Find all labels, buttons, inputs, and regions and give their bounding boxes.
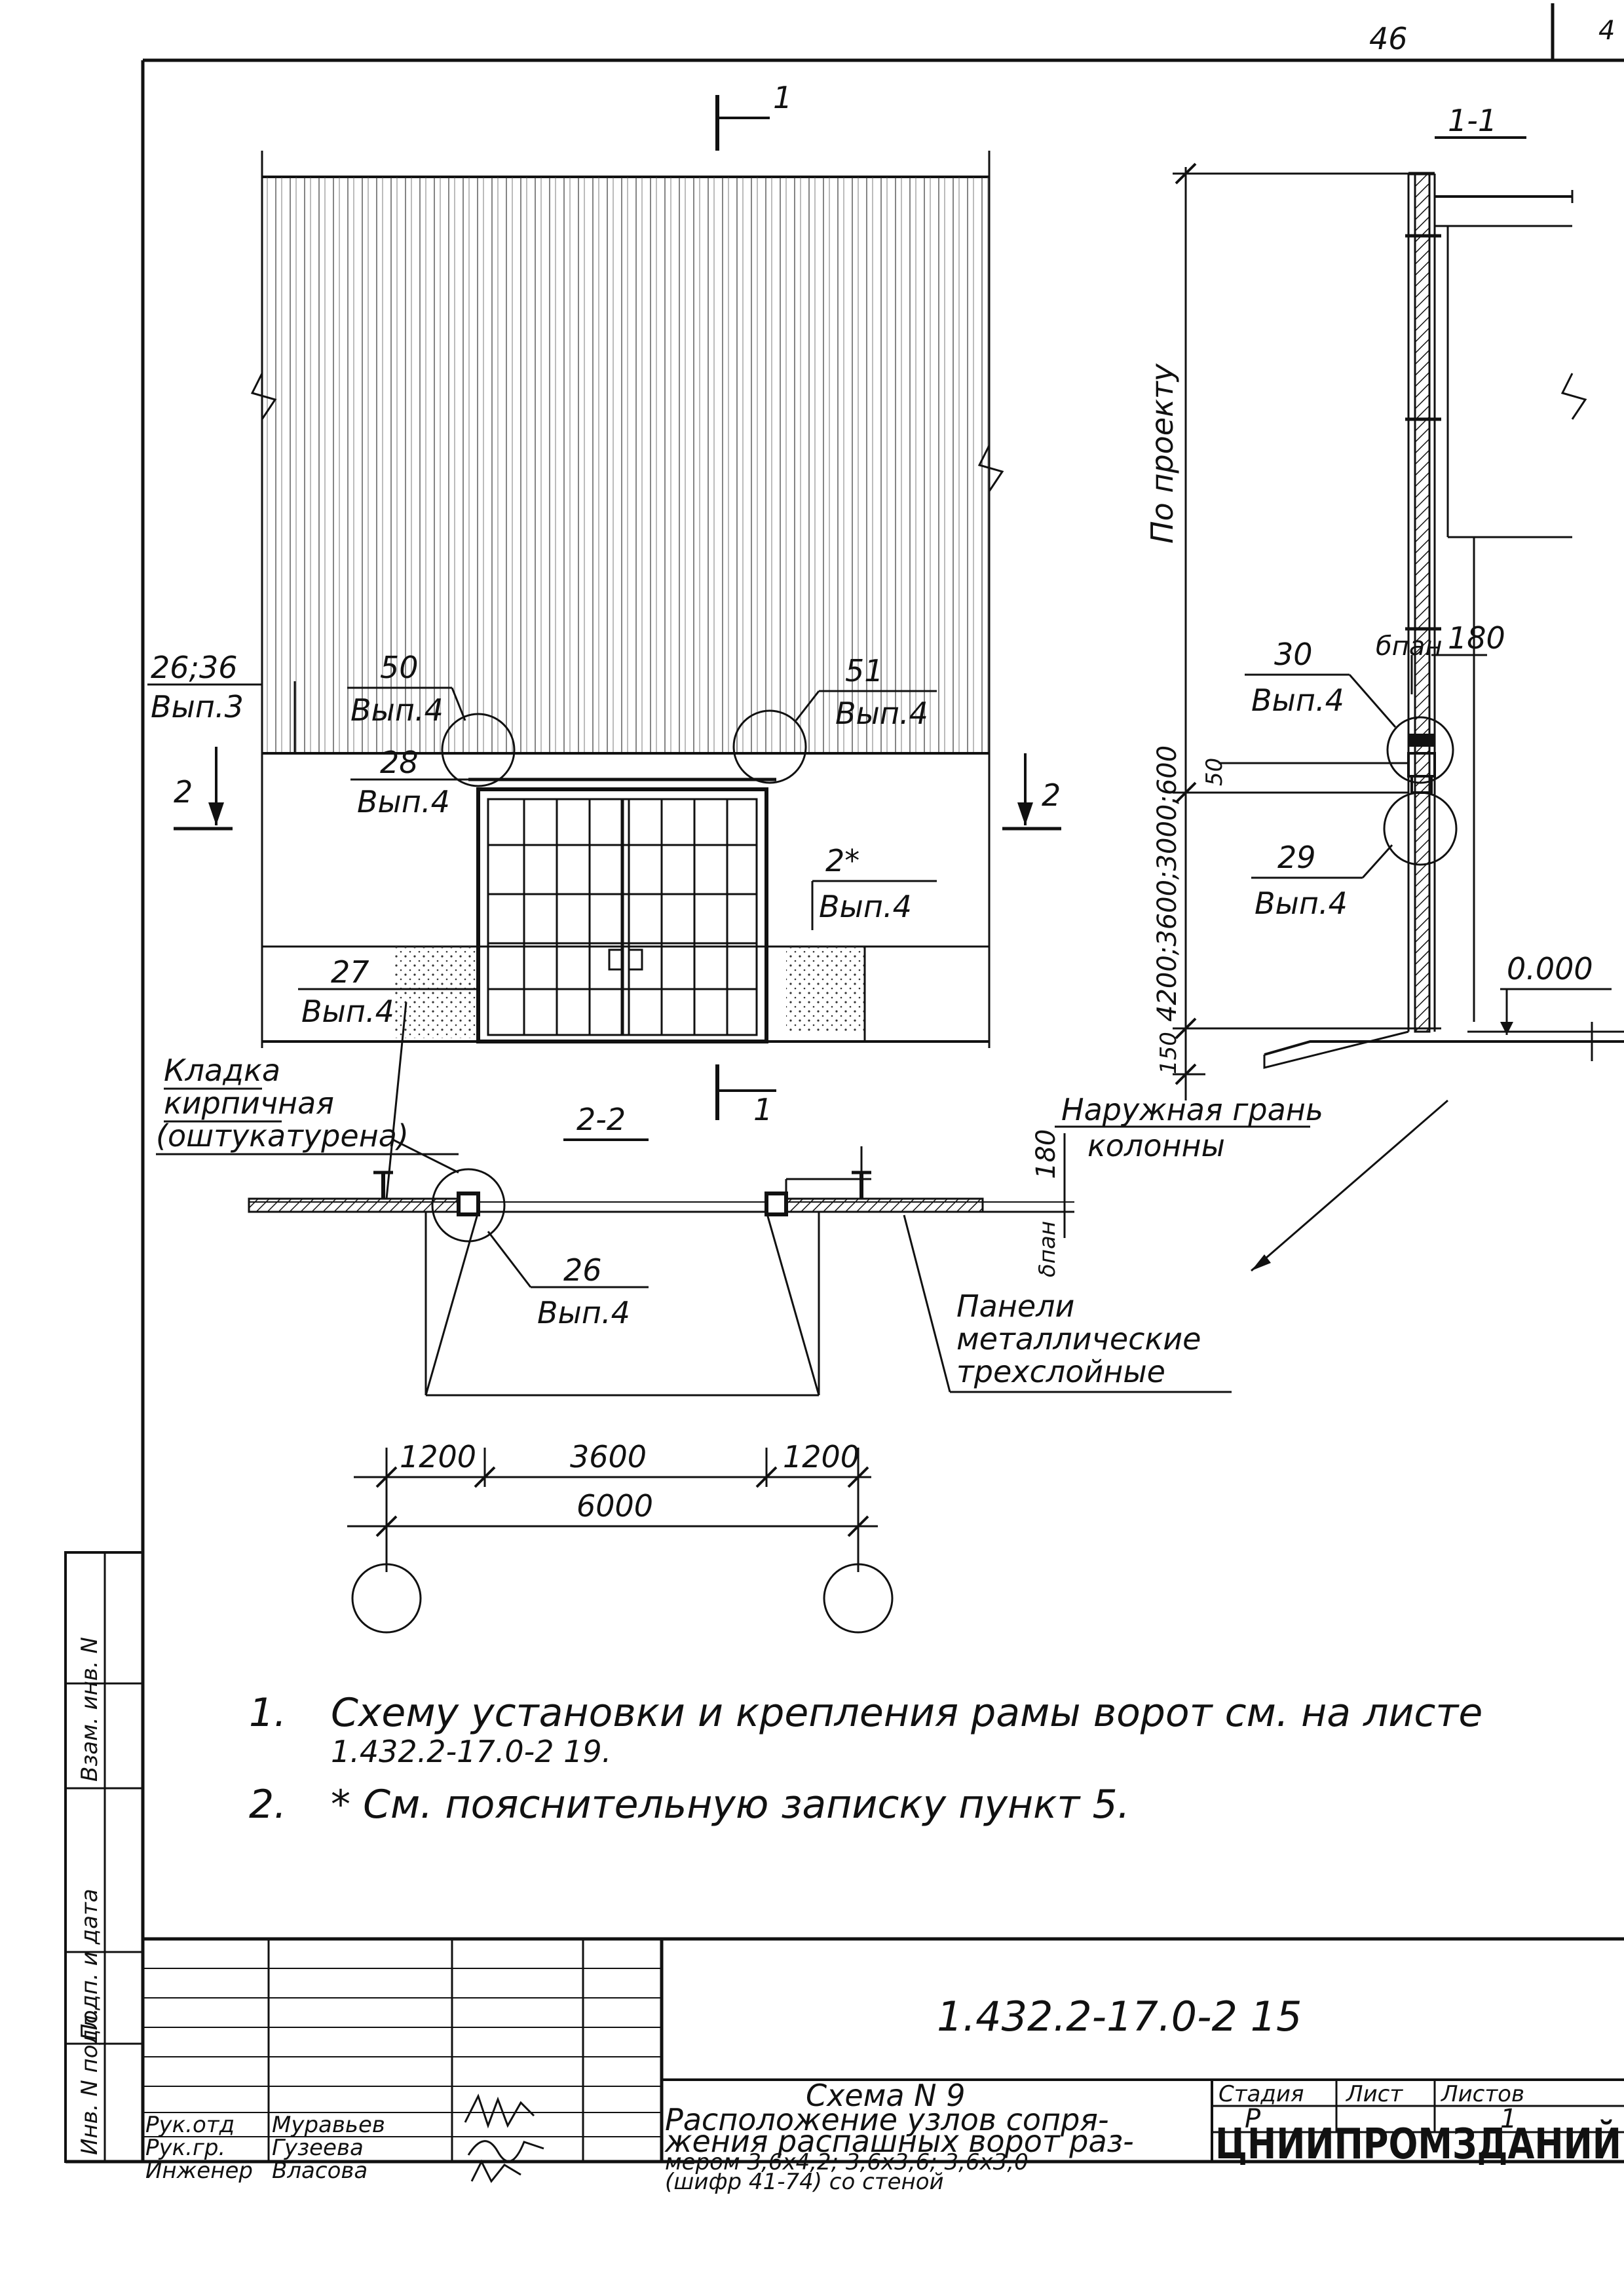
callout-27: 27 Вып.4 xyxy=(298,954,478,1029)
svg-text:Вып.4: Вып.4 xyxy=(301,994,394,1029)
sig-name-3: Власова xyxy=(272,2158,368,2184)
svg-text:Вып.4: Вып.4 xyxy=(537,1295,630,1330)
signature-scribble-2 xyxy=(467,2140,544,2162)
height-dims: 4200;3600;3000;600 xyxy=(1152,745,1182,1022)
stamp-vzam-inv: Взам. инв. N xyxy=(77,1637,103,1782)
note-1-num: 1. xyxy=(249,1690,286,1736)
panel-thickness-plan: δпан xyxy=(1034,1221,1061,1277)
svg-text:трехслойные: трехслойные xyxy=(956,1354,1165,1389)
callout-29: 29 Вып.4 xyxy=(1251,840,1393,921)
masonry-label-1: Кладка xyxy=(164,1053,280,1088)
facade-elevation: 1 1 2 2 26;36 Вып.3 50 Вып.4 51 xyxy=(147,80,1061,1127)
title-line-4: мером 3,6х4,2; 3,6х3,6; 3,6х3,0 xyxy=(665,2149,1029,2175)
sheet-header: Лист xyxy=(1345,2081,1403,2107)
panel-thickness-label: бпан xyxy=(1376,631,1442,662)
dim-150: 150 xyxy=(1156,1032,1182,1074)
title-line-5: (шифр 41-74) со стеной xyxy=(665,2169,944,2195)
note-2-text: * См. пояснительную записку пункт 5. xyxy=(331,1782,1130,1828)
callout-26: 26 Вып.4 xyxy=(487,1231,649,1330)
svg-text:Вып.4: Вып.4 xyxy=(835,696,928,731)
stamp-podp-data: Подп. и дата xyxy=(77,1888,103,2040)
svg-text:Вып.4: Вып.4 xyxy=(819,889,912,924)
note-1-text: Схему установки и крепления рамы ворот с… xyxy=(331,1690,1482,1736)
note-2-num: 2. xyxy=(249,1782,286,1828)
panels-label: Панели металлические трехслойные xyxy=(903,1214,1232,1393)
sig-name-1: Муравьев xyxy=(272,2112,385,2138)
svg-text:2*: 2* xyxy=(825,843,859,878)
svg-text:металлические: металлические xyxy=(956,1321,1201,1357)
masonry-label-3: (оштукатурена) xyxy=(156,1118,409,1154)
column-face-label-2: колонны xyxy=(1087,1128,1225,1163)
doc-code: 1.432.2-17.0-2 15 xyxy=(937,1993,1302,2040)
svg-text:51: 51 xyxy=(845,653,884,688)
svg-text:30: 30 xyxy=(1274,637,1313,672)
svg-text:27: 27 xyxy=(331,954,369,990)
svg-text:28: 28 xyxy=(380,745,419,780)
svg-text:50: 50 xyxy=(380,650,419,685)
sheet-number-right: 4 xyxy=(1598,16,1615,46)
dim-180-section: 180 xyxy=(1448,620,1505,656)
callout-28: 28 Вып.4 xyxy=(350,745,478,819)
plan-dimensions: 1200 3600 1200 6000 xyxy=(347,1439,894,1634)
svg-text:0.000: 0.000 xyxy=(1507,951,1593,986)
title-line-3: жения распашных ворот раз- xyxy=(664,2124,1134,2159)
axis-bubble-right xyxy=(823,1563,894,1634)
sig-role-3: Инженер xyxy=(145,2158,253,2184)
organization: ЦНИИПРОМЗДАНИЙ xyxy=(1215,2119,1621,2169)
stamp-inv-podl: Инв. N подл. xyxy=(77,2008,103,2155)
height-label: По проекту xyxy=(1144,363,1180,544)
dim-50: 50 xyxy=(1201,758,1228,786)
callout-50: 50 Вып.4 xyxy=(347,650,466,728)
note-1-text2: 1.432.2-17.0-2 19. xyxy=(331,1734,611,1769)
callout-30: 30 Вып.4 xyxy=(1245,637,1397,728)
plan-2-2-title: 2-2 xyxy=(576,1102,626,1137)
svg-text:Вып.3: Вып.3 xyxy=(151,689,244,724)
signature-scribble-3 xyxy=(470,2159,521,2183)
callout-26-36: 26;36 Вып.3 xyxy=(147,650,296,753)
svg-text:29: 29 xyxy=(1277,840,1316,875)
callout-51: 51 Вып.4 xyxy=(795,653,937,731)
sheet-number: 46 xyxy=(1369,21,1408,56)
section-mark-top: 1 xyxy=(773,80,792,115)
section-2-right: 2 xyxy=(1042,778,1061,813)
sheets-value: 1 xyxy=(1500,2104,1517,2134)
level-mark: 0.000 xyxy=(1500,951,1612,1061)
dim-1200-right: 1200 xyxy=(783,1439,859,1474)
signature-scribble-1 xyxy=(464,2093,535,2129)
sheets-header: Листов xyxy=(1440,2081,1524,2107)
svg-text:Вып.4: Вып.4 xyxy=(350,692,444,728)
dim-3600: 3600 xyxy=(570,1439,647,1474)
sig-role-2: Рук.гр. xyxy=(145,2135,225,2161)
masonry-label-2: кирпичная xyxy=(164,1085,334,1121)
axis-bubble-left xyxy=(351,1563,422,1634)
sheet-number-box: 46 4 xyxy=(1369,3,1615,60)
section-2-left: 2 xyxy=(174,774,193,810)
notes: 1. Схему установки и крепления рамы воро… xyxy=(249,1690,1482,1828)
title-line-1: Схема N 9 xyxy=(806,2078,965,2113)
dim-180-plan: 180 xyxy=(1031,1129,1061,1179)
section-1-1: 1-1 По проекту 4200;3600;3000;600 150 xyxy=(1144,103,1624,1100)
sig-name-2: Гузеева xyxy=(272,2135,364,2161)
dim-6000: 6000 xyxy=(576,1488,653,1524)
dim-1200-left: 1200 xyxy=(400,1439,476,1474)
sig-role-1: Рук.отд xyxy=(145,2112,235,2138)
svg-text:26: 26 xyxy=(563,1252,602,1288)
svg-text:Вып.4: Вып.4 xyxy=(1251,683,1344,718)
title-line-2: Расположение узлов сопря- xyxy=(665,2102,1109,2137)
plan-2-2: 2-2 Кладка кирпичная (оштукатурена) xyxy=(156,1002,1448,1634)
stage-value: Р xyxy=(1245,2104,1261,2134)
svg-text:Панели: Панели xyxy=(956,1288,1074,1324)
svg-text:26;36: 26;36 xyxy=(151,650,238,685)
title-block: 1.432.2-17.0-2 15 Схема N 9 Расположение… xyxy=(143,1937,1624,2195)
section-1-1-title: 1-1 xyxy=(1448,103,1497,138)
svg-text:Вып.4: Вып.4 xyxy=(1255,886,1348,921)
side-stamp: Инв. N подл. Подп. и дата Взам. инв. N xyxy=(64,1551,144,2163)
svg-text:Вып.4: Вып.4 xyxy=(357,784,450,819)
stage-header: Стадия xyxy=(1218,2081,1304,2107)
section-mark-bottom: 1 xyxy=(753,1092,772,1127)
callout-2-star: 2* Вып.4 xyxy=(811,843,937,930)
column-face-label-1: Наружная грань xyxy=(1061,1092,1323,1127)
